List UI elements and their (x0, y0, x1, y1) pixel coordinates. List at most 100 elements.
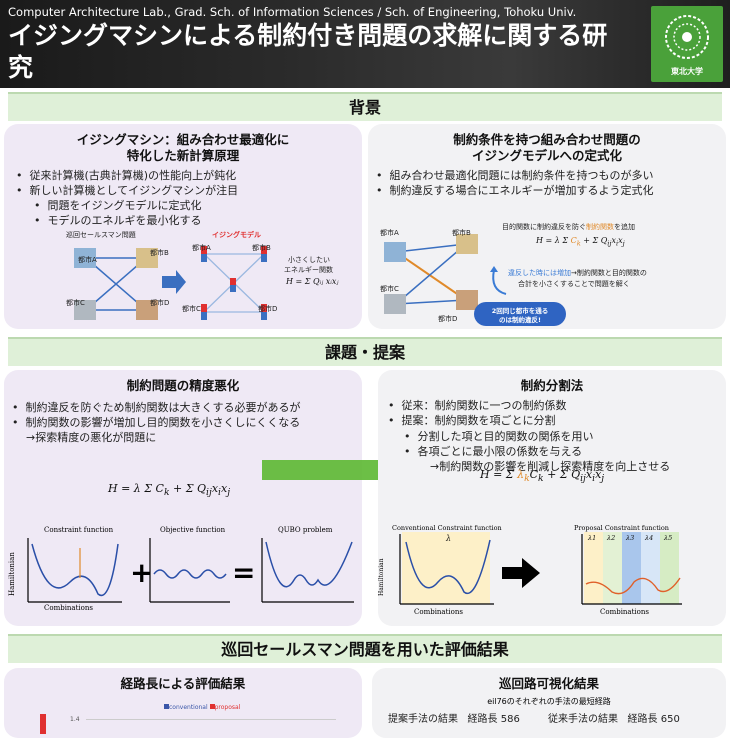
issue-right-subbullet-1: • 分割した項と目的関数の関係を用い (404, 430, 594, 443)
affiliation: Computer Architecture Lab., Grad. Sch. o… (8, 5, 577, 19)
conventional-graph (399, 532, 494, 605)
results-right-panel: 巡回路可視化結果 eil76のそれぞれの手法の最短経路 提案手法の結果 経路長 … (372, 668, 726, 738)
section-issues-heading: 課題・提案 (8, 337, 722, 366)
xlabel-conventional: Combinations (414, 608, 463, 616)
ylabel-constraint: Hamiltonian (8, 552, 16, 596)
bg-right-bullet-2: • 制約違反する場合にエネルギーが増加するよう定式化 (376, 184, 654, 197)
violation-bubble-line-1: 2回同じ都市を通る (491, 307, 549, 315)
chart-ytick: 1.4 (70, 716, 80, 723)
section-results-heading: 巡回セールスマン問題を用いた評価結果 (8, 634, 722, 663)
constraint-tsp-diagram (384, 234, 487, 317)
poster-header: Computer Architecture Lab., Grad. Sch. o… (0, 0, 730, 88)
chart-gridline (86, 719, 336, 720)
constraint-city-d: 都市D (438, 315, 458, 323)
plus-icon: + (130, 556, 153, 589)
city-b-building-icon (136, 248, 158, 268)
energy-label-2: エネルギー関数 (284, 266, 333, 274)
tsp-ising-diagram (74, 246, 267, 320)
lambda-4-label: λ4 (645, 534, 654, 542)
city-c-building-icon (384, 294, 406, 314)
issue-right-panel: 制約分割法 • 従来：制約関数に一つの制約係数 • 提案：制約関数を項ごとに分割… (378, 370, 726, 626)
issue-left-bullet-2: • 制約関数の影響が増加し目的関数を小さくしにくくなる (12, 416, 301, 429)
results-left-panel: 経路長による評価結果 conventional proposal 1.4 (4, 668, 362, 738)
poster-title: イジングマシンによる制約付き問題の求解に関する研究 (8, 21, 608, 82)
conventional-result: 従来手法の結果 経路長 650 (548, 714, 680, 725)
chart-bar (40, 714, 46, 734)
section-background-heading: 背景 (8, 92, 722, 121)
split-formula: H = Σ λkCk + Σ Qijxixj (480, 468, 605, 485)
ising-label: イジングモデル (212, 231, 261, 239)
graph-title-proposal: Proposal Constraint function (574, 524, 669, 532)
issue-right-continuation: →制約関数の影響を削減し探索精度を向上させる (430, 460, 671, 473)
bg-left-bullet-1: • 従来計算機(古典計算機)の性能向上が鈍化 (16, 169, 237, 182)
constraint-city-c: 都市C (380, 285, 399, 293)
constraint-city-a: 都市A (380, 229, 399, 237)
energy-label-1: 小さくしたい (288, 256, 330, 264)
graph-title-qubo: QUBO problem (278, 526, 333, 534)
ising-city-c: 都市C (182, 305, 201, 313)
issue-left-title: 制約問題の精度悪化 (126, 378, 240, 393)
violation-note-2: 合計を小さくすることで問題を解く (518, 280, 630, 288)
bg-right-bullet-1: • 組み合わせ最適化問題には制約条件を持つものが多い (376, 169, 654, 182)
qubo-curve (265, 541, 353, 588)
tsp-label: 巡回セールスマン問題 (66, 231, 136, 239)
bg-left-panel: イジングマシン：組み合わせ最適化に 特化した新計算原理 • 従来計算機(古典計算… (4, 124, 362, 329)
bg-left-bullet-2: • 新しい計算機としてイジングマシンが注目 (16, 184, 239, 197)
issue-right-bullet-1: • 従来：制約関数に一つの制約係数 (388, 399, 567, 412)
lambda-2-label: λ2 (607, 534, 616, 542)
lambda-5-label: λ5 (664, 534, 673, 542)
constraint-curve (31, 543, 119, 597)
qubo-formula: H = λ Σ Ck + Σ Qijxixj (108, 482, 231, 499)
tsp-city-d: 都市D (150, 299, 170, 307)
results-right-title: 巡回路可視化結果 (498, 676, 599, 691)
issue-right-bullet-2: • 提案：制約関数を項ごとに分割 (388, 414, 556, 427)
graph-title-conventional: Conventional Constraint function (392, 524, 502, 532)
caption-constraint: 目的関数に制約違反を防ぐ制約関数を追加 (502, 223, 635, 231)
graph-title-objective: Objective function (160, 526, 226, 534)
city-c-building-icon (74, 300, 96, 320)
issue-left-panel: 制約問題の精度悪化 • 制約違反を防ぐため制約関数は大きくする必要があるが • … (4, 370, 362, 626)
bg-right-panel: 制約条件を持つ組み合わせ問題の イジングモデルへの定式化 • 組み合わせ最適化問… (368, 124, 726, 329)
issue-right-title: 制約分割法 (520, 378, 584, 393)
legend-proposal-swatch (209, 704, 215, 709)
bg-left-title-1: イジングマシン：組み合わせ最適化に (76, 132, 290, 147)
violation-note-1: 違反した時には増加→制約関数と目的関数の (508, 269, 647, 277)
ising-city-b: 都市B (252, 244, 271, 252)
tsp-city-b: 都市B (150, 249, 169, 257)
issue-right-subbullet-2: • 各項ごとに最小限の係数を与える (404, 445, 583, 458)
ising-city-a: 都市A (192, 244, 211, 252)
violation-bubble: 2回同じ都市を通る のは制約違反! (474, 302, 566, 326)
city-a-building-icon (74, 248, 96, 268)
xlabel-objective: Combinations (44, 604, 93, 612)
constraint-city-b: 都市B (452, 229, 471, 237)
issue-left-continuation: →探索精度の悪化が問題に (26, 431, 157, 444)
objective-curve (153, 569, 227, 579)
city-d-building-icon (456, 290, 478, 310)
bg-right-title-1: 制約条件を持つ組み合わせ問題の (453, 132, 641, 147)
city-d-building-icon (136, 300, 158, 320)
transform-arrow-icon (162, 270, 186, 294)
ylabel-conventional: Hamiltonian (378, 558, 385, 596)
constraint-formula: H = λ Σ Ck + Σ Qijxixj (536, 236, 625, 248)
energy-formula: H = Σ Qᵢⱼ xᵢxⱼ (286, 277, 339, 286)
ising-city-d: 都市D (258, 305, 278, 313)
tsp-city-c: 都市C (66, 299, 85, 307)
bg-left-subbullet-2: • モデルのエネルギを最小化する (34, 214, 202, 227)
legend-conventional-swatch (164, 704, 169, 709)
right-arrow-icon (502, 558, 540, 588)
proposal-graph (581, 532, 682, 605)
city-b-building-icon (456, 234, 478, 254)
bg-right-title-2: イジングモデルへの定式化 (471, 148, 622, 163)
results-left-title: 経路長による評価結果 (120, 676, 246, 691)
lambda-label: λ (446, 534, 452, 543)
issue-graphs: + = (27, 538, 354, 603)
proposal-result: 提案手法の結果 経路長 586 (388, 714, 520, 725)
issue-left-bullet-1: • 制約違反を防ぐため制約関数は大きくする必要があるが (12, 401, 301, 414)
results-right-subtitle: eil76のそれぞれの手法の最短経路 (487, 697, 611, 706)
chart-legend: conventional proposal (164, 704, 240, 711)
graph-title-constraint: Constraint function (44, 526, 114, 534)
logo-text: 東北大学 (671, 67, 703, 76)
violation-bubble-line-2: のは制約違反! (499, 316, 541, 324)
lambda-3-label: λ3 (626, 534, 635, 542)
xlabel-proposal: Combinations (600, 608, 649, 616)
